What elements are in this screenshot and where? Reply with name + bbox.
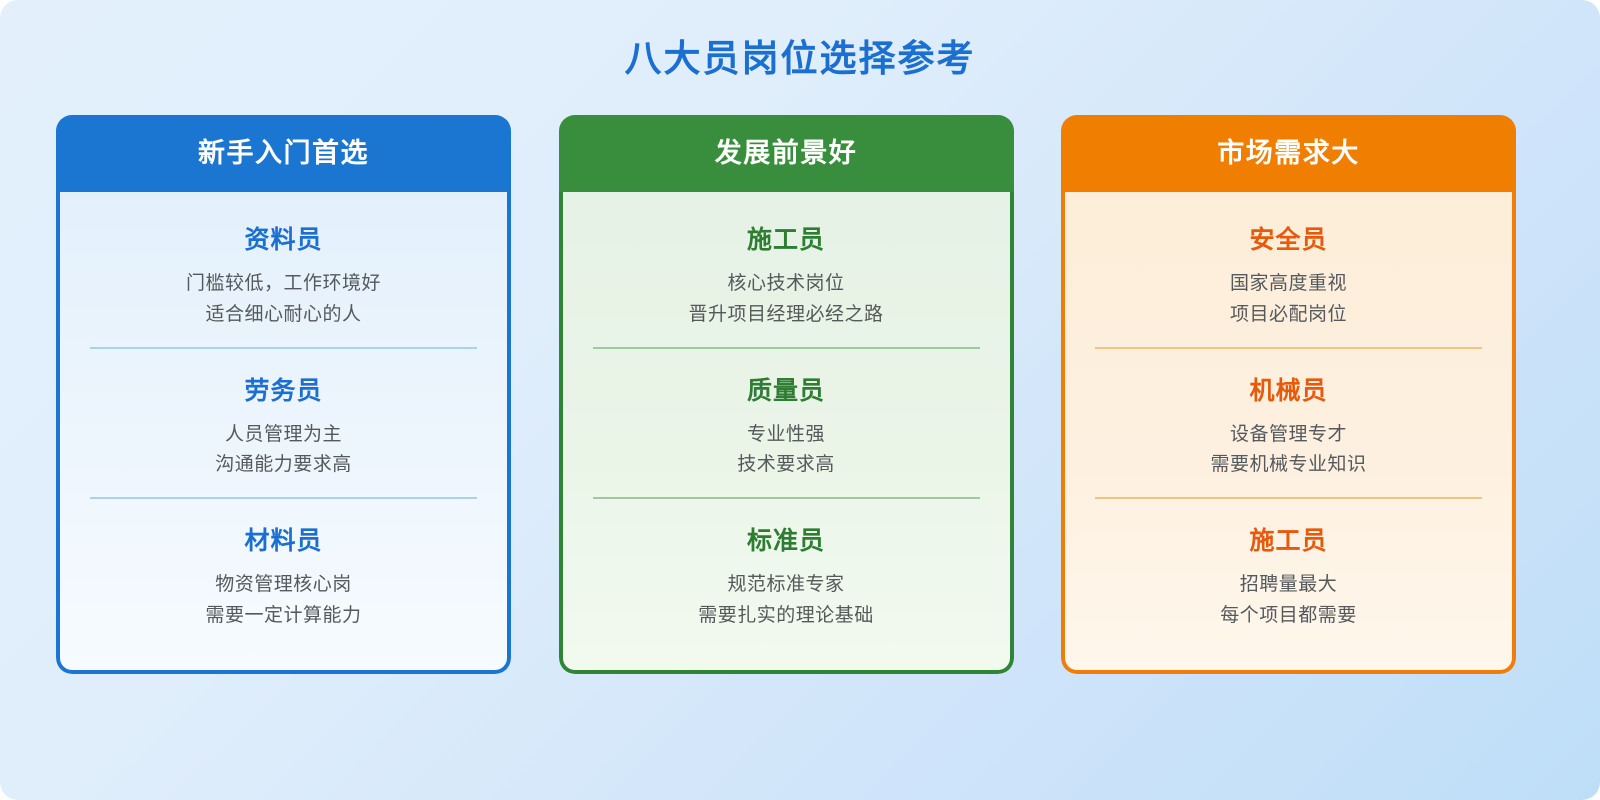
job-entry[interactable]: 施工员 招聘量最大 每个项目都需要 bbox=[1095, 497, 1482, 648]
job-entry[interactable]: 材料员 物资管理核心岗 需要一定计算能力 bbox=[90, 497, 477, 648]
card-header-demand: 市场需求大 bbox=[1061, 115, 1516, 192]
job-title: 质量员 bbox=[746, 376, 825, 405]
job-entry[interactable]: 质量员 专业性强 技术要求高 bbox=[592, 346, 980, 498]
job-entry[interactable]: 劳务员 人员管理为主 沟通能力要求高 bbox=[90, 346, 477, 498]
card-body-beginner: 资料员 门槛较低，工作环境好 适合细心耐心的人 劳务员 人员管理为主 沟通能力要… bbox=[56, 192, 511, 674]
job-entry[interactable]: 机械员 设备管理专才 需要机械专业知识 bbox=[1095, 346, 1482, 498]
job-desc-line: 国家高度重视 bbox=[1229, 273, 1347, 294]
job-entry[interactable]: 资料员 门槛较低，工作环境好 适合细心耐心的人 bbox=[90, 206, 477, 347]
job-title: 材料员 bbox=[244, 527, 323, 556]
job-desc-line: 需要扎实的理论基础 bbox=[698, 604, 874, 626]
job-title: 安全员 bbox=[1249, 226, 1328, 254]
job-desc-line: 设备管理专才 bbox=[1229, 423, 1347, 445]
job-desc-line: 招聘量最大 bbox=[1239, 574, 1338, 596]
job-desc-line: 需要一定计算能力 bbox=[205, 604, 362, 626]
job-entry[interactable]: 标准员 规范标准专家 需要扎实的理论基础 bbox=[592, 497, 980, 648]
card-beginner: 新手入门首选 资料员 门槛较低，工作环境好 适合细心耐心的人 劳务员 人员管理为… bbox=[56, 115, 511, 674]
card-prospects: 发展前景好 施工员 核心技术岗位 晋升项目经理必经之路 质量员 专业性强 技术要… bbox=[558, 115, 1014, 674]
job-title: 施工员 bbox=[746, 226, 825, 254]
card-list: 新手入门首选 资料员 门槛较低，工作环境好 适合细心耐心的人 劳务员 人员管理为… bbox=[56, 115, 1516, 674]
job-title: 施工员 bbox=[1249, 527, 1328, 556]
job-desc-line: 项目必配岗位 bbox=[1229, 303, 1347, 325]
job-desc-line: 核心技术岗位 bbox=[727, 273, 845, 294]
card-demand: 市场需求大 安全员 国家高度重视 项目必配岗位 机械员 设备管理专才 需要机械专… bbox=[1061, 115, 1516, 674]
job-desc-line: 需要机械专业知识 bbox=[1210, 454, 1367, 476]
job-desc-line: 门槛较低，工作环境好 bbox=[185, 273, 381, 294]
job-desc-line: 沟通能力要求高 bbox=[215, 454, 352, 476]
job-entry[interactable]: 施工员 核心技术岗位 晋升项目经理必经之路 bbox=[593, 206, 980, 347]
job-desc-line: 规范标准专家 bbox=[727, 574, 845, 596]
job-title: 劳务员 bbox=[244, 376, 323, 405]
job-desc-line: 人员管理为主 bbox=[224, 423, 342, 445]
job-entry[interactable]: 安全员 国家高度重视 项目必配岗位 bbox=[1095, 206, 1482, 347]
job-title: 标准员 bbox=[746, 527, 825, 556]
job-desc-line: 技术要求高 bbox=[737, 454, 835, 476]
job-desc-line: 晋升项目经理必经之路 bbox=[688, 303, 884, 325]
card-header-prospects: 发展前景好 bbox=[558, 115, 1014, 192]
job-desc-line: 每个项目都需要 bbox=[1220, 604, 1357, 626]
job-desc-line: 适合细心耐心的人 bbox=[205, 303, 362, 325]
job-title: 资料员 bbox=[244, 226, 323, 254]
page-title: 八大员岗位选择参考 bbox=[624, 38, 976, 79]
job-desc-line: 专业性强 bbox=[746, 423, 825, 445]
job-title: 机械员 bbox=[1249, 376, 1328, 405]
card-body-demand: 安全员 国家高度重视 项目必配岗位 机械员 设备管理专才 需要机械专业知识 施工… bbox=[1061, 192, 1516, 674]
card-header-beginner: 新手入门首选 bbox=[56, 115, 511, 192]
card-body-prospects: 施工员 核心技术岗位 晋升项目经理必经之路 质量员 专业性强 技术要求高 标准员… bbox=[558, 192, 1014, 674]
job-desc-line: 物资管理核心岗 bbox=[215, 574, 352, 596]
